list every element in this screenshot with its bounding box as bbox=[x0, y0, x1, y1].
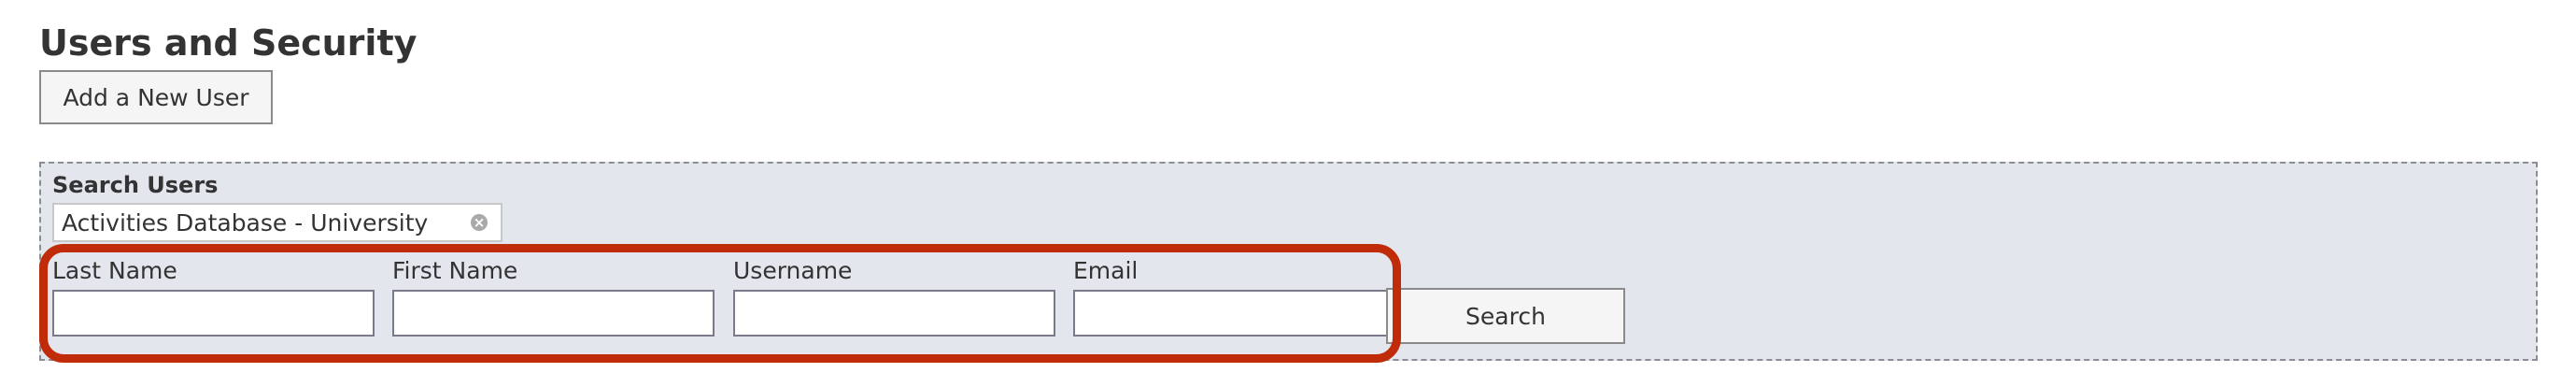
clear-circle-icon[interactable]: × bbox=[471, 214, 488, 231]
username-input[interactable] bbox=[733, 290, 1055, 337]
database-filter-chip[interactable]: Activities Database - University × bbox=[52, 203, 502, 242]
username-field-group: Username bbox=[733, 255, 1055, 337]
first-name-input[interactable] bbox=[392, 290, 715, 337]
last-name-label: Last Name bbox=[52, 257, 177, 284]
page-title: Users and Security bbox=[39, 22, 418, 64]
email-label: Email bbox=[1073, 257, 1139, 284]
last-name-field-group: Last Name bbox=[52, 255, 375, 337]
add-new-user-button[interactable]: Add a New User bbox=[39, 70, 273, 124]
first-name-label: First Name bbox=[392, 257, 518, 284]
email-input[interactable] bbox=[1073, 290, 1395, 337]
search-button[interactable]: Search bbox=[1386, 288, 1625, 344]
first-name-field-group: First Name bbox=[392, 255, 715, 337]
username-label: Username bbox=[733, 257, 853, 284]
search-users-heading: Search Users bbox=[52, 172, 219, 198]
email-field-group: Email bbox=[1073, 255, 1395, 337]
database-filter-label: Activities Database - University bbox=[62, 208, 429, 236]
last-name-input[interactable] bbox=[52, 290, 375, 337]
